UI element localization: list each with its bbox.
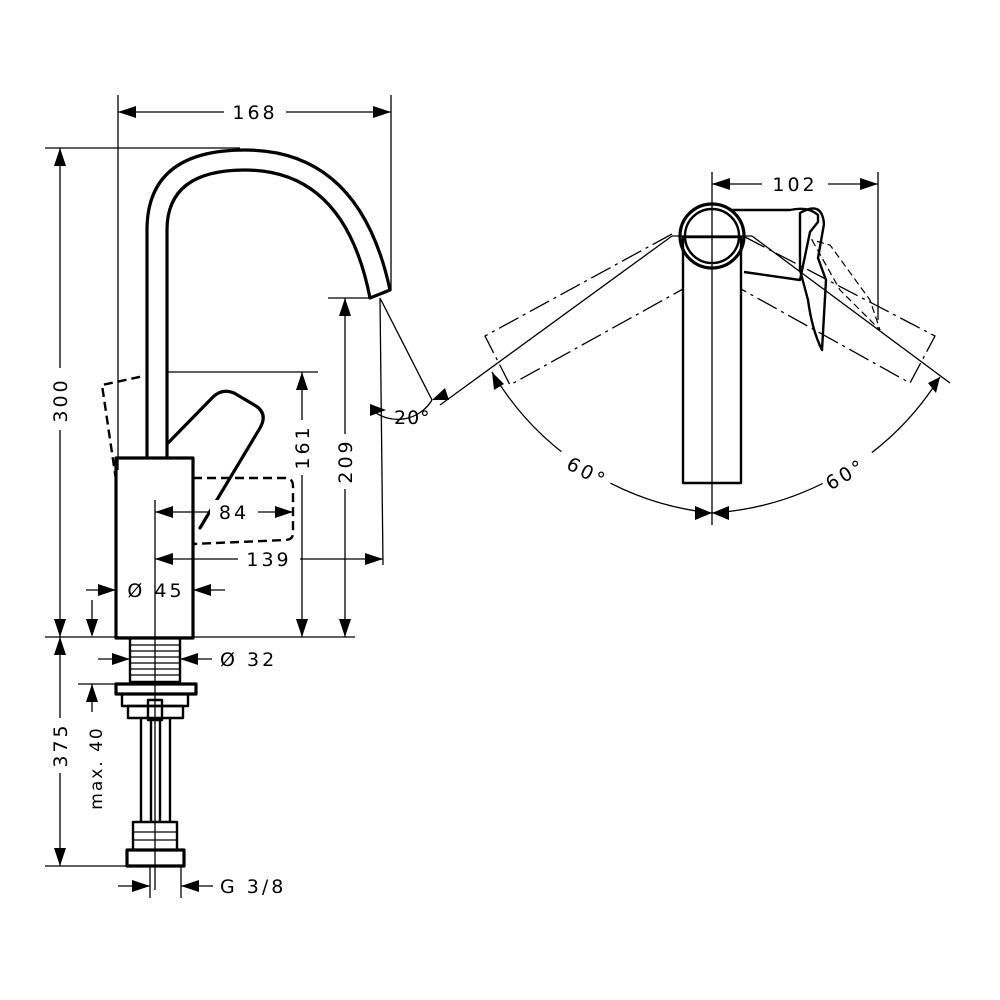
lever-handle-top — [798, 207, 828, 352]
dim-84: 84 — [219, 502, 249, 524]
swivel-right — [740, 236, 936, 384]
dim-161: 161 — [292, 424, 314, 469]
dim-209: 209 — [335, 438, 357, 483]
dim-diameter-45: Ø 45 — [127, 580, 184, 602]
dim-diameter-32: Ø 32 — [220, 649, 277, 671]
swivel-left — [484, 233, 684, 386]
dim-168: 168 — [232, 102, 277, 124]
dim-thread-g38: G 3/8 — [220, 876, 286, 898]
side-view: 168 300 161 209 20° 84 13 — [45, 95, 449, 898]
spout-outline — [145, 148, 392, 460]
angle-20: 20° — [394, 407, 431, 429]
lever-handle-alt-open — [100, 374, 145, 481]
lever-handle — [166, 389, 265, 530]
dim-139: 139 — [246, 549, 291, 571]
top-view: 102 60° 60° — [439, 172, 951, 525]
dim-375: 375 — [50, 722, 72, 767]
dim-300: 300 — [50, 377, 72, 422]
lever-handle-top-alt — [810, 239, 881, 331]
lever-arm-top — [730, 207, 820, 282]
fixing-nut — [114, 682, 198, 722]
lever-handle-alt-front — [192, 476, 295, 546]
dim-max-40: max. 40 — [87, 726, 107, 809]
dim-102: 102 — [772, 174, 817, 196]
